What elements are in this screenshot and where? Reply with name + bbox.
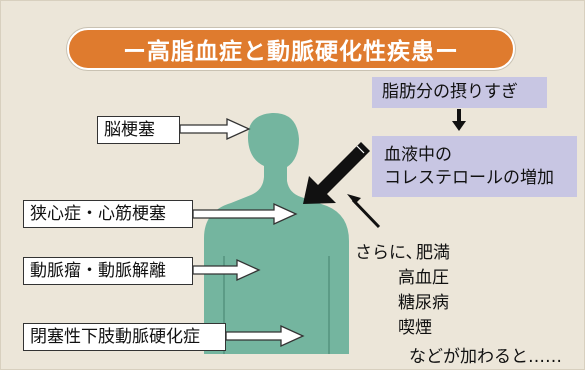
factors-intro: さらに、 [355, 243, 423, 263]
factor-smoking: 喫煙 [398, 318, 432, 338]
factor-diabetes: 糖尿病 [398, 293, 449, 313]
cause-down-arrow [452, 109, 466, 131]
aorta-pointer-arrow [192, 258, 261, 282]
cause-fat-intake-text: 脂肪分の摂りすぎ [382, 82, 518, 102]
cause-cholesterol-line2: コレステロールの増加 [384, 168, 554, 188]
human-silhouette [204, 112, 349, 354]
label-aneurysm-dissection: 動脈瘤・動脈解離 [23, 257, 193, 285]
pen-icon [303, 142, 370, 204]
factors-closing: などが加わると…… [409, 347, 562, 367]
label-peripheral-arterial-disease: 閉塞性下肢動脈硬化症 [23, 323, 226, 351]
heart-pointer-arrow [192, 202, 298, 226]
factor-obesity: 肥満 [416, 243, 450, 263]
page-title: ー高脂血症と動脈硬化性疾患ー [67, 28, 515, 70]
cause-box-cholesterol: 血液中の コレステロールの増加 [372, 136, 577, 197]
cause-box-fat-intake: 脂肪分の摂りすぎ [372, 77, 547, 108]
brain-pointer-arrow [179, 117, 251, 141]
label-angina-myocardial-infarction: 狭心症・心筋梗塞 [23, 200, 193, 228]
factor-hypertension: 高血圧 [398, 268, 449, 288]
cause-cholesterol-line1: 血液中の [384, 145, 452, 165]
factors-arrow [347, 194, 381, 229]
label-brain-infarction: 脳梗塞 [97, 116, 180, 144]
legs-pointer-arrow [225, 324, 305, 348]
